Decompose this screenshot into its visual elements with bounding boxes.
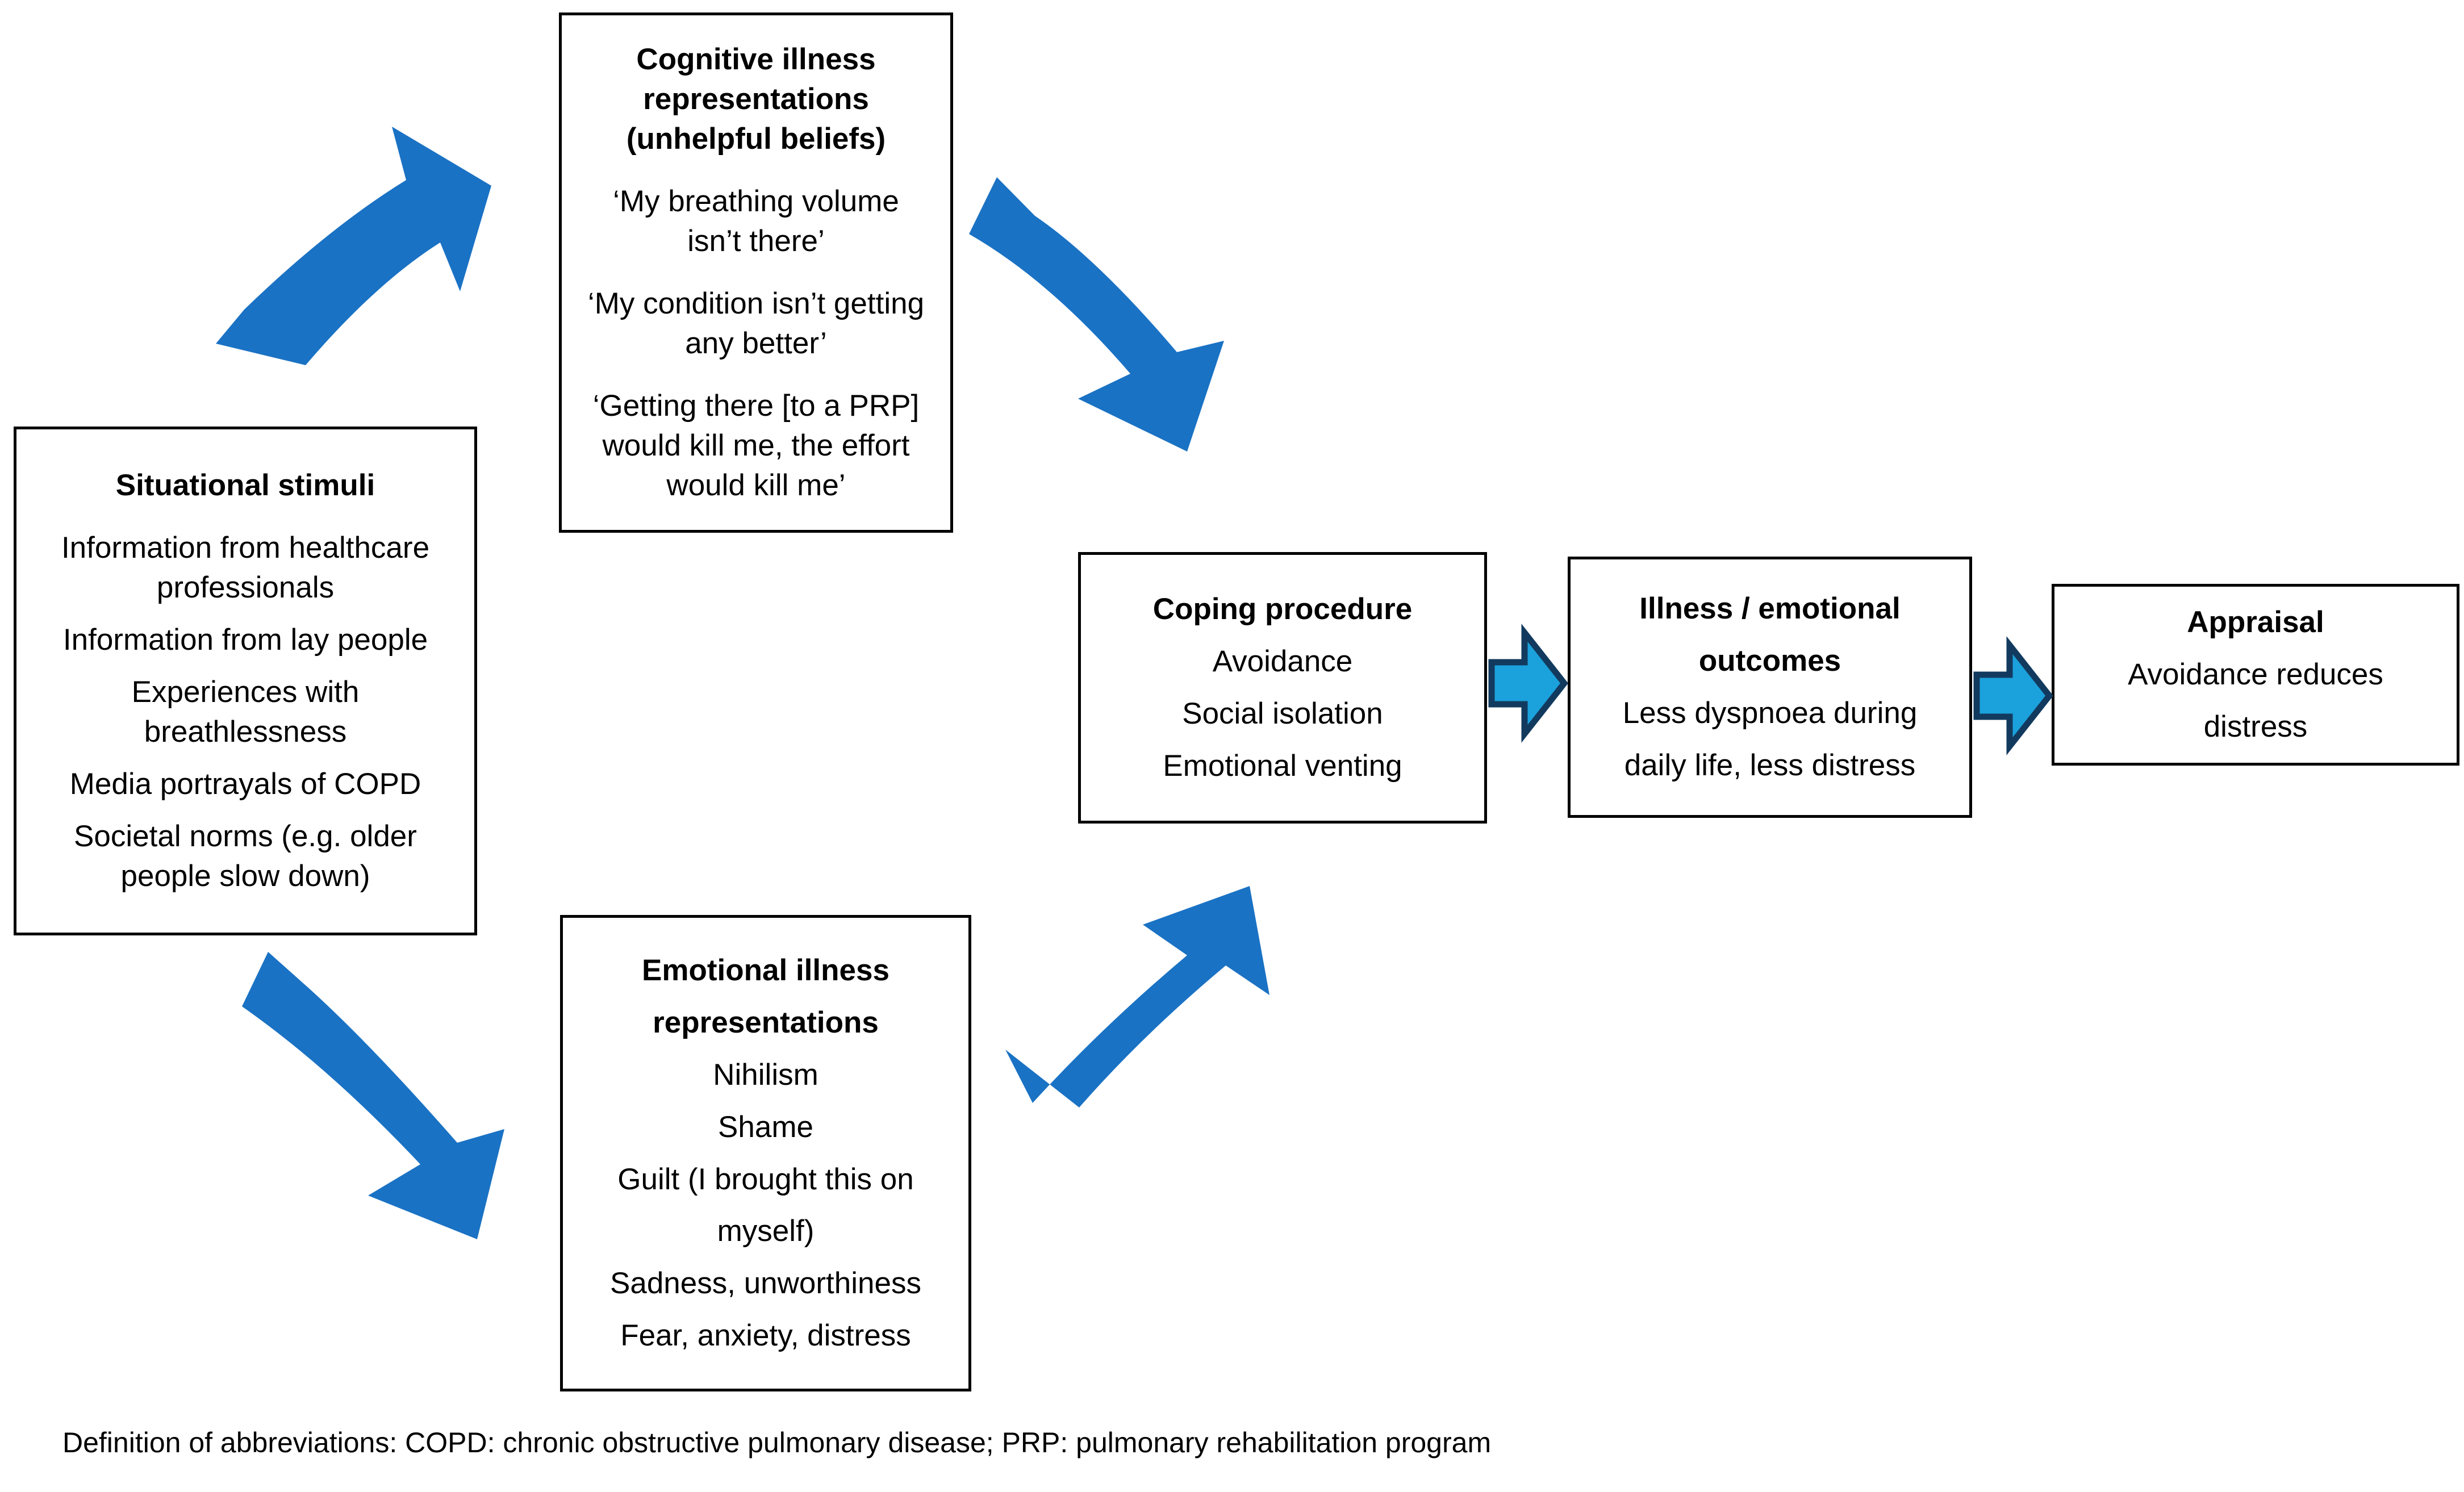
box-line: would kill me’ [666, 468, 846, 502]
box-line: isn’t there’ [687, 224, 825, 258]
box-line: Emotional venting [1163, 749, 1402, 783]
box-line: myself) [717, 1214, 815, 1248]
box-title: Appraisal [2187, 605, 2324, 640]
box-line: distress [2203, 709, 2308, 743]
box-line: Guilt (I brought this on [617, 1162, 914, 1196]
box-line: Avoidance [1212, 645, 1353, 679]
box-line: breathlessness [144, 714, 347, 749]
box-title: (unhelpful beliefs) [626, 122, 886, 156]
box-appraisal: Appraisal Avoidance reduces distress [2052, 584, 2459, 766]
abbreviations-note: Definition of abbreviations: COPD: chron… [62, 1427, 1492, 1458]
box-title: outcomes [1698, 644, 1841, 678]
box-line: Shame [718, 1110, 813, 1144]
box-line: Fear, anxiety, distress [620, 1319, 911, 1353]
box-line: Media portrayals of COPD [69, 767, 421, 801]
box-line: Avoidance reduces [2128, 658, 2383, 692]
box-line: would kill me, the effort [602, 428, 910, 462]
box-title: Illness / emotional [1639, 592, 1901, 626]
box-line: any better’ [685, 326, 827, 360]
arrow-situational-to-cognitive-icon [216, 127, 491, 365]
arrow-cognitive-to-coping-icon [969, 177, 1224, 452]
box-line: Information from lay people [62, 623, 428, 657]
box-title: representations [653, 1005, 879, 1039]
box-illness-emotional-outcomes: Illness / emotional outcomes Less dyspno… [1568, 557, 1972, 818]
box-line: Social isolation [1182, 697, 1383, 730]
box-line: Sadness, unworthiness [610, 1267, 921, 1301]
box-title: Emotional illness [642, 953, 889, 987]
box-cognitive-illness-representations: Cognitive illness representations (unhel… [559, 12, 953, 533]
box-line: Experiences with [131, 675, 360, 709]
box-line: daily life, less distress [1624, 748, 1916, 782]
arrow-situational-to-emotional-icon [242, 952, 504, 1239]
box-line: professionals [156, 571, 335, 605]
box-coping-procedure: Coping procedure Avoidance Social isolat… [1078, 552, 1487, 824]
box-title: Coping procedure [1152, 592, 1413, 626]
box-line: people slow down) [120, 859, 370, 893]
arrow-emotional-to-coping-icon [1005, 886, 1269, 1107]
box-line: ‘My breathing volume [613, 185, 899, 219]
box-title: Situational stimuli [115, 469, 375, 503]
box-line: ‘My condition isn’t getting [587, 287, 925, 320]
box-line: ‘Getting there [to a PRP] [592, 388, 920, 423]
box-line: Less dyspnoea during [1622, 696, 1918, 730]
box-situational-stimuli: Situational stimuli Information from hea… [14, 427, 477, 935]
box-emotional-illness-representations: Emotional illness representations Nihili… [560, 915, 971, 1391]
box-line: Societal norms (e.g. older [74, 819, 417, 853]
arrow-coping-to-outcomes-icon [1488, 624, 1568, 743]
box-line: Nihilism [713, 1058, 818, 1092]
box-title: representations [643, 82, 869, 116]
arrow-outcomes-to-appraisal-icon [1973, 636, 2053, 755]
box-title: Cognitive illness [636, 43, 876, 77]
box-line: Information from healthcare [61, 531, 430, 565]
